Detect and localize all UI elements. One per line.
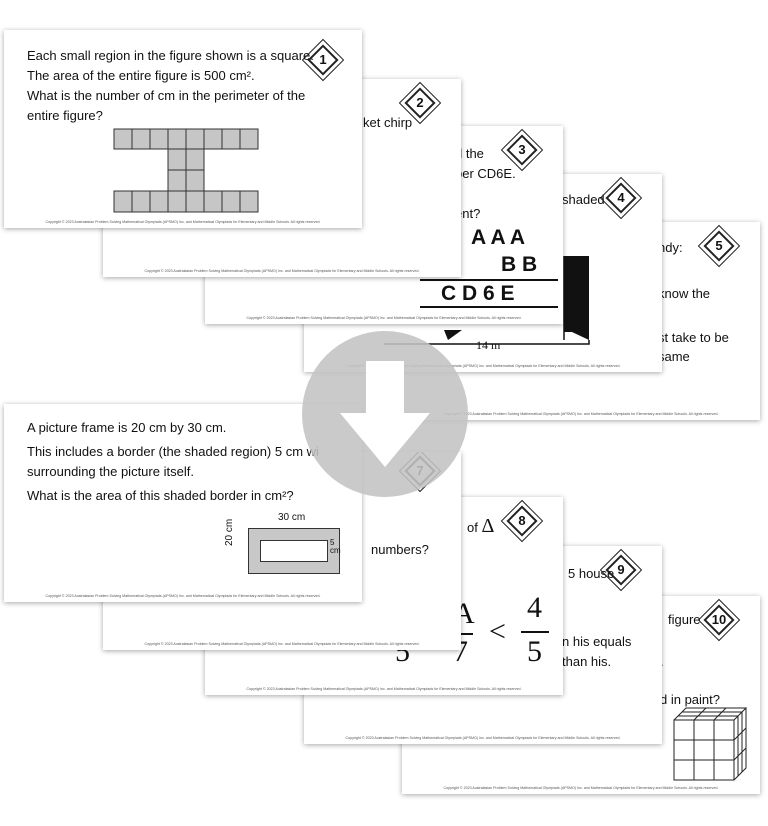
question-text: per CD6E. [455, 166, 516, 181]
question-text: 5 house [568, 566, 615, 581]
question-text: d in paint? [660, 692, 720, 707]
question-text: than his. [562, 654, 612, 669]
problem-number-badge: 10 [697, 598, 741, 642]
problem-number-badge: 3 [500, 128, 544, 172]
question-text: A picture frame is 20 cm by 30 cm. This … [27, 420, 319, 503]
question-text: ket chirp [363, 115, 413, 130]
download-button[interactable] [302, 331, 468, 497]
dimension-label: 14 m [476, 338, 501, 352]
question-text: n his equals [562, 634, 632, 649]
question-text: of Δ [467, 515, 495, 537]
cryptarithm-row: B B [501, 253, 538, 276]
download-arrow-icon [340, 361, 430, 467]
question-text: numbers? [371, 542, 429, 557]
question-text: shaded [562, 192, 605, 207]
cryptarithm-row: C D 6 E [441, 282, 515, 305]
cube-figure [673, 707, 748, 781]
problem-number-badge: 8 [500, 499, 544, 543]
sum-line [420, 279, 558, 281]
question-text: ent? [455, 206, 481, 221]
shaded-region-figure [384, 256, 590, 345]
question-text: ndy: [658, 240, 683, 255]
problem-number-badge: 1 [301, 38, 345, 82]
square-grid-figure [113, 128, 259, 213]
question-text: same [658, 349, 690, 364]
question-text: Each small region in the figure shown is… [27, 48, 314, 123]
cryptarithm-row: A A A [471, 226, 526, 249]
question-text: figure [668, 612, 701, 627]
problem-number-badge: 4 [599, 176, 643, 220]
question-text: know the [658, 286, 711, 301]
problem-number-badge: 9 [599, 548, 643, 592]
question-text: st take to be [658, 330, 729, 345]
problem-card-6[interactable]: A picture frame is 20 cm by 30 cm. This … [4, 404, 362, 602]
problem-number-badge: 5 [697, 224, 741, 268]
sum-line [420, 306, 558, 308]
problem-number-badge: 2 [398, 81, 442, 125]
question-text: d the [455, 146, 484, 161]
problem-card-1[interactable]: 1 Each small region in the figure shown … [4, 30, 362, 228]
